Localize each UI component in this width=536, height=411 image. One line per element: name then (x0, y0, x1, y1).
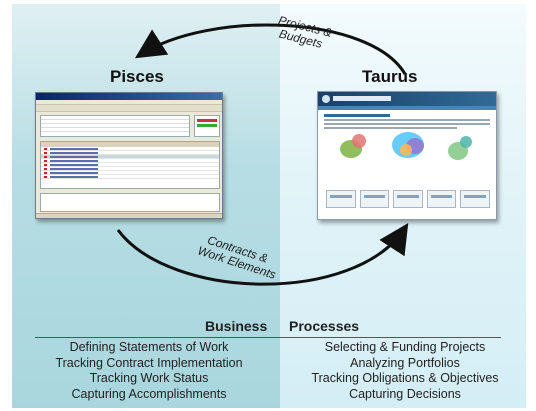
process-item: Tracking Contract Implementation (55, 355, 243, 370)
process-item: Defining Statements of Work (69, 340, 229, 354)
business-processes-title-right: Processes (289, 318, 360, 334)
process-item: Capturing Decisions (349, 386, 461, 401)
projects-budgets-arrow (134, 23, 407, 75)
taurus-process-list: Selecting & Funding Projects Analyzing P… (282, 340, 528, 402)
pisces-detail-pane (40, 193, 220, 212)
taurus-report-thumbnails (326, 190, 490, 208)
taurus-title: Taurus (362, 67, 418, 86)
pisces-summary-grid (40, 115, 190, 137)
process-item: Analyzing Portfolios (350, 355, 460, 370)
business-processes-divider (35, 337, 501, 338)
pisces-screenshot (35, 92, 223, 219)
taurus-intro-text (324, 114, 490, 129)
business-processes-title-left: Business (205, 318, 268, 334)
pisces-toolbar (36, 105, 222, 112)
process-item: Tracking Work Status (89, 371, 209, 385)
pisces-process-list: Defining Statements of Work Tracking Con… (20, 340, 278, 402)
process-item: Selecting & Funding Projects (324, 340, 486, 354)
taurus-banner (318, 92, 496, 106)
contracts-work-elements-arrow (116, 222, 409, 286)
process-item: Tracking Obligations & Objectives (311, 371, 499, 385)
program-logo-icon (322, 95, 330, 103)
taurus-navbar (318, 106, 496, 110)
pisces-menubar (36, 100, 222, 105)
pisces-work-element-list (40, 141, 220, 189)
taurus-screenshot (317, 91, 497, 220)
pisces-title: Pisces (110, 67, 164, 86)
taurus-bubble-charts (330, 130, 484, 166)
pisces-statusbar (36, 213, 222, 218)
process-item: Capturing Accomplishments (71, 386, 227, 401)
pisces-window-titlebar (36, 93, 222, 100)
pisces-status-panel (194, 115, 220, 137)
